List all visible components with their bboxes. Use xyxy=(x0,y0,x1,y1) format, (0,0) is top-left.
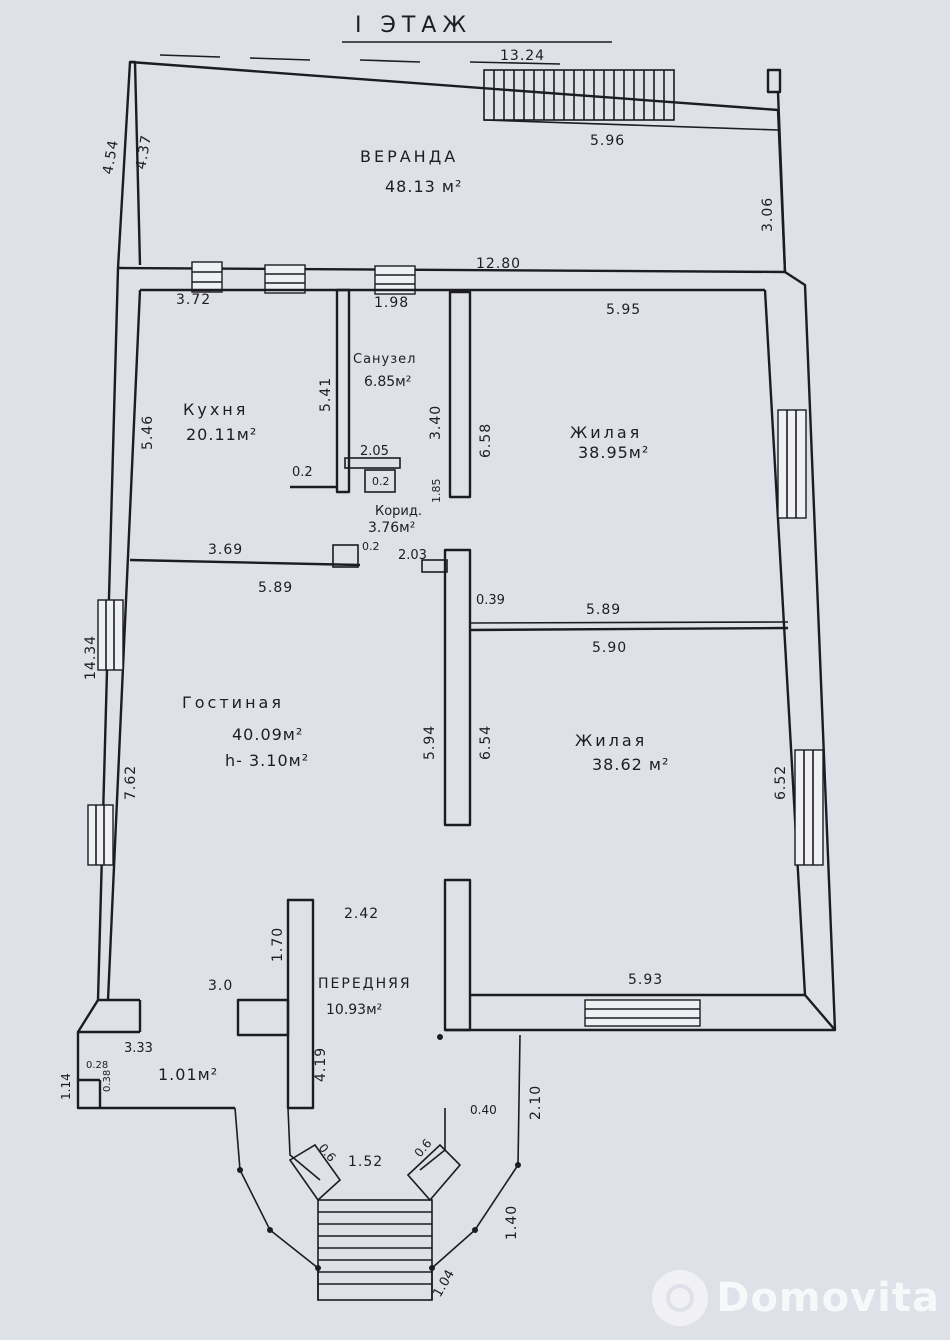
dim-label: 5.41 xyxy=(318,377,334,412)
room-area-veranda: 48.13 м² xyxy=(385,177,462,196)
dim-label: 0.6 xyxy=(316,1141,339,1165)
dim-label: 0.6 xyxy=(412,1136,435,1160)
dim-label: 4.19 xyxy=(313,1047,329,1082)
dim-label: 1.85 xyxy=(430,479,443,504)
dim-label: 6.52 xyxy=(773,765,789,800)
dimension-labels: 13.24 5.96 4.54 4.37 3.06 12.80 3.72 1.9… xyxy=(59,48,789,1300)
dim-label: 12.80 xyxy=(476,256,521,272)
dim-label: 5.96 xyxy=(590,133,625,149)
dim-label: 1.98 xyxy=(374,295,409,311)
room-area-closet: 1.01м² xyxy=(158,1065,218,1084)
dim-label: 6.58 xyxy=(478,423,494,458)
dim-label: 2.03 xyxy=(398,548,427,563)
room-area-corridor: 3.76м² xyxy=(368,520,415,536)
room-name-hall: ПЕРЕДНЯЯ xyxy=(318,976,412,992)
watermark: Domovita xyxy=(652,1270,940,1326)
dim-label: 0.38 xyxy=(102,1070,113,1092)
dim-label: 2.10 xyxy=(528,1085,544,1120)
house-windows xyxy=(87,261,824,1027)
room-name-livingroom: Гостиная xyxy=(182,693,284,712)
interior-walls xyxy=(78,288,789,1110)
dim-label: 3.33 xyxy=(124,1041,153,1056)
dim-label: 0.2 xyxy=(292,465,313,480)
dim-label: 5.93 xyxy=(628,972,663,988)
entrance-porch xyxy=(234,1034,521,1301)
dim-label: 5.46 xyxy=(140,415,156,450)
outer-walls xyxy=(76,60,837,1110)
room-name-kitchen: Кухня xyxy=(183,400,248,419)
room-area-hall: 10.93м² xyxy=(326,1002,382,1018)
dim-label: 4.37 xyxy=(133,133,155,170)
dim-label: 5.95 xyxy=(606,302,641,318)
dim-label: 3.06 xyxy=(760,197,776,232)
dim-label: 1.52 xyxy=(348,1154,383,1170)
dim-label: 7.62 xyxy=(123,765,139,800)
room-name-living-1: Жилая xyxy=(570,423,642,442)
dim-label: 1.14 xyxy=(59,1073,73,1100)
dim-label: 5.94 xyxy=(422,725,438,760)
veranda-windows xyxy=(159,54,561,65)
dim-label: 0.40 xyxy=(470,1103,497,1117)
dim-label: 1.70 xyxy=(270,927,286,962)
dim-label: 0.28 xyxy=(86,1060,108,1071)
room-area-livingroom: 40.09м² xyxy=(232,725,303,744)
room-height-livingroom: h- 3.10м² xyxy=(225,751,309,770)
watermark-text: Domovita xyxy=(716,1275,940,1321)
dim-label: 4.54 xyxy=(100,138,122,175)
dim-label: 3.40 xyxy=(428,405,444,440)
watermark-logo-icon xyxy=(652,1270,709,1326)
room-name-living-2: Жилая xyxy=(575,731,647,750)
dim-label: 1.40 xyxy=(504,1205,520,1240)
plan-title: I ЭТАЖ xyxy=(355,13,472,38)
dim-label: 5.90 xyxy=(592,640,627,656)
room-area-bathroom: 6.85м² xyxy=(364,374,411,390)
dim-label: 3.72 xyxy=(176,292,211,308)
room-area-living-2: 38.62 м² xyxy=(592,755,669,774)
dim-label: 3.0 xyxy=(208,978,233,994)
dim-label: 1.04 xyxy=(430,1267,457,1300)
dim-label: 3.69 xyxy=(208,542,243,558)
room-name-veranda: ВЕРАНДА xyxy=(360,147,458,166)
dim-label: 5.89 xyxy=(258,580,293,596)
dim-label: 6.54 xyxy=(478,725,494,760)
room-name-bathroom: Санузел xyxy=(353,352,416,367)
room-area-kitchen: 20.11м² xyxy=(186,425,257,444)
veranda-stairs xyxy=(483,69,779,131)
room-area-living-1: 38.95м² xyxy=(578,443,649,462)
dim-label: 14.34 xyxy=(83,635,99,680)
room-name-corridor: Корид. xyxy=(375,504,422,519)
dim-label: 0.39 xyxy=(476,593,505,608)
dim-label: 0.2 xyxy=(372,475,390,488)
dim-label: 2.05 xyxy=(360,444,389,459)
dim-label: 13.24 xyxy=(500,48,545,64)
dim-label: 2.42 xyxy=(344,906,379,922)
dim-label: 5.89 xyxy=(586,602,621,618)
dim-label: 0.2 xyxy=(362,540,380,553)
